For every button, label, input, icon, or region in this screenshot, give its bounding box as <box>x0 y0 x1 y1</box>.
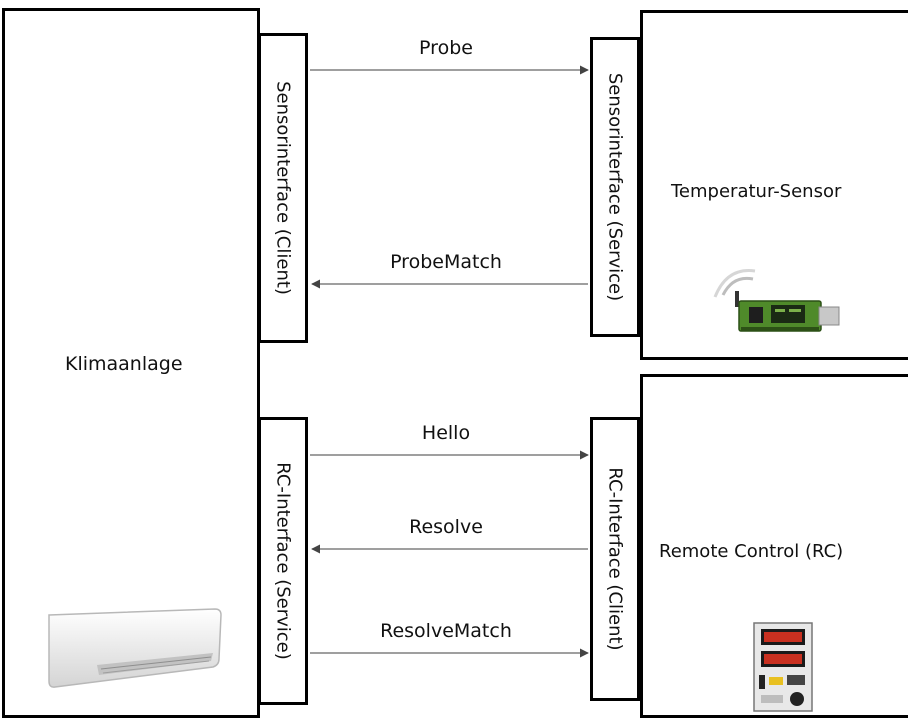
rc-interface-service-label: RC-Interface (Service) <box>272 462 294 660</box>
air-conditioner-icon <box>48 608 222 688</box>
rc-interface-client: RC-Interface (Client) <box>590 417 640 701</box>
sensor-interface-service: Sensorinterface (Service) <box>590 37 640 337</box>
remote-control-label: Remote Control (RC) <box>659 541 844 562</box>
temperatur-sensor-label: Temperatur-Sensor <box>671 181 842 202</box>
sensor-interface-service-label: Sensorinterface (Service) <box>604 72 626 302</box>
sensor-interface-client-label: Sensorinterface (Client) <box>272 81 294 295</box>
hello-label: Hello <box>421 422 471 444</box>
klimaanlage-box: Klimaanlage <box>2 8 260 718</box>
rc-interface-service: RC-Interface (Service) <box>258 417 308 705</box>
wireless-sensor-board-icon <box>713 269 840 332</box>
probe-match-label: ProbeMatch <box>390 251 502 273</box>
temperatur-sensor-box: Temperatur-Sensor <box>640 10 908 360</box>
rc-interface-client-label: RC-Interface (Client) <box>604 467 626 651</box>
probe-label: Probe <box>419 37 473 59</box>
remote-control-panel-icon <box>753 622 813 712</box>
resolve-label: Resolve <box>409 516 483 538</box>
klimaanlage-label: Klimaanlage <box>65 353 183 375</box>
resolve-match-label: ResolveMatch <box>380 620 512 642</box>
sensor-interface-client: Sensorinterface (Client) <box>258 33 308 343</box>
remote-control-box: Remote Control (RC) <box>640 374 908 718</box>
